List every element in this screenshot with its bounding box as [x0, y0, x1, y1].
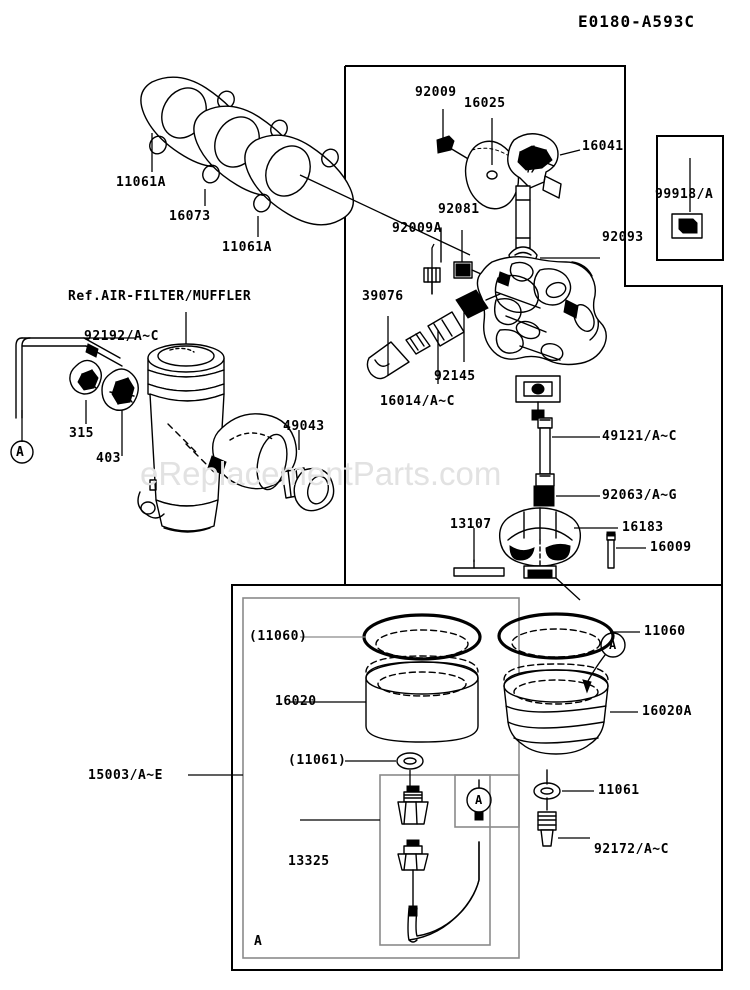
- callout-13107: 13107: [450, 517, 492, 532]
- marker-a-intake: A: [16, 445, 25, 460]
- carburetor-body: [476, 255, 607, 421]
- callout-92009A: 92009A: [392, 221, 442, 236]
- marker-a-bowl: A: [609, 638, 617, 652]
- callout-11061A-left: 11061A: [116, 175, 166, 190]
- leader-float-to-bowl: [555, 577, 581, 601]
- gasket-group: [140, 76, 354, 226]
- callout-16183: 16183: [622, 520, 664, 535]
- callout-13325: 13325: [288, 854, 330, 869]
- callout-92093: 92093: [602, 230, 644, 245]
- callout-92145: 92145: [434, 369, 476, 384]
- choke-assembly: [436, 133, 562, 266]
- sheet-title: E0180-A593C: [578, 12, 695, 31]
- callout-315: 315: [69, 426, 94, 441]
- callout-92172: 92172/A~C: [594, 842, 669, 857]
- marker-a-valve: A: [475, 793, 483, 807]
- region-box-inset: [656, 135, 724, 261]
- intake-assembly: [15, 337, 335, 533]
- callout-16020A: 16020A: [642, 704, 692, 719]
- callout-11060-paren: (11060): [249, 629, 308, 644]
- valve-assembly: [397, 779, 492, 943]
- region-box-valve-marker: [454, 774, 520, 828]
- callout-16073: 16073: [169, 209, 211, 224]
- callout-49043: 49043: [283, 419, 325, 434]
- callout-99918A: 99918/A: [655, 187, 714, 202]
- callout-16025: 16025: [464, 96, 506, 111]
- callout-92009: 92009: [415, 85, 457, 100]
- callout-11061A-right: 11061A: [222, 240, 272, 255]
- callout-11061: 11061: [598, 783, 640, 798]
- callout-16041: 16041: [582, 139, 624, 154]
- callout-15003: 15003/A~E: [88, 768, 163, 783]
- reference-air-filter-muffler: Ref.AIR-FILTER/MUFFLER: [68, 289, 252, 304]
- callout-92192: 92192/A~C: [84, 329, 159, 344]
- region-box-kit: [231, 584, 723, 971]
- inset-part-glyph: [678, 218, 698, 234]
- leader-16041: [559, 149, 581, 156]
- bowl-set-left: [362, 613, 482, 770]
- marker-a-kit: A: [254, 934, 263, 949]
- callout-403: 403: [96, 451, 121, 466]
- leader-92009A: [431, 243, 435, 294]
- callout-92081: 92081: [438, 202, 480, 217]
- screw-92009-head: [436, 135, 455, 154]
- callout-49121: 49121/A~C: [602, 429, 677, 444]
- marker-circle-a1: [10, 440, 34, 464]
- callout-11060: 11060: [644, 624, 686, 639]
- region-box-valve: [379, 774, 491, 946]
- bowl-set-right: [497, 612, 626, 847]
- callout-16014: 16014/A~C: [380, 394, 455, 409]
- callout-39076: 39076: [362, 289, 404, 304]
- callout-16020: 16020: [275, 694, 317, 709]
- float-assembly: [453, 417, 616, 579]
- callout-92063: 92063/A~G: [602, 488, 677, 503]
- callout-11061-paren: (11061): [288, 753, 347, 768]
- callout-16009: 16009: [650, 540, 692, 555]
